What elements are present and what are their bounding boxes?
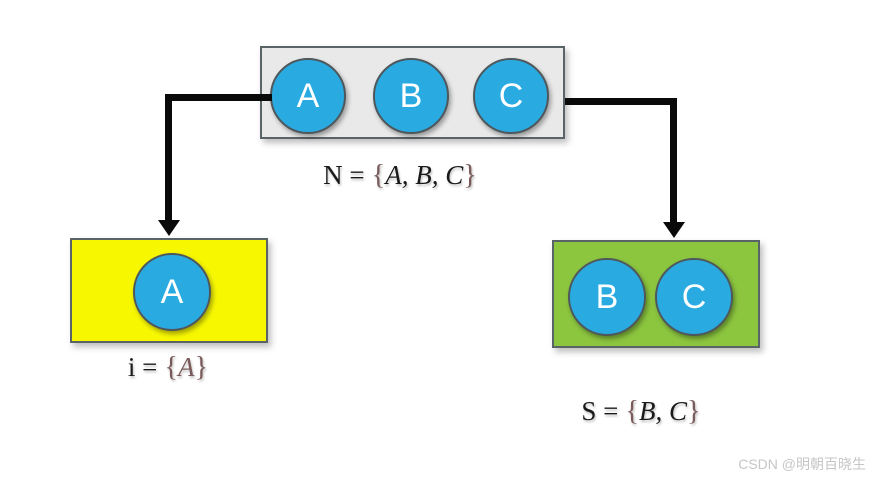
node-label-b-remaining: B xyxy=(595,277,619,316)
watermark: CSDN @明朝百晓生 xyxy=(738,456,866,472)
set-n-box: A B C xyxy=(260,46,565,139)
set-i-box: A xyxy=(70,238,268,343)
set-i-label: i ={A} xyxy=(93,352,243,384)
set-n-label: N ={A, B, C} xyxy=(290,160,510,192)
set-n-elements: A, B, C xyxy=(385,160,464,190)
set-n-label-prefix: N = xyxy=(323,160,365,190)
set-i-label-prefix: i = xyxy=(127,352,158,382)
set-i-close-brace: } xyxy=(194,352,209,383)
node-circle-c: C xyxy=(473,58,549,134)
node-circle-b: B xyxy=(373,58,449,134)
set-i-elements: A xyxy=(177,352,195,382)
node-circle-a-selected: A xyxy=(133,253,211,331)
set-s-label-prefix: S = xyxy=(581,396,619,426)
set-s-elements: B, C xyxy=(638,396,687,426)
set-s-close-brace: } xyxy=(687,396,701,427)
node-circle-b-remaining: B xyxy=(568,258,646,336)
node-label-a-selected: A xyxy=(160,272,184,311)
node-label-c-remaining: C xyxy=(681,277,707,316)
node-label-b: B xyxy=(399,76,423,115)
set-n-close-brace: } xyxy=(463,160,477,191)
set-i-open-brace: { xyxy=(164,352,178,383)
node-circle-c-remaining: C xyxy=(655,258,733,336)
set-n-open-brace: { xyxy=(371,160,386,191)
node-circle-a: A xyxy=(270,58,346,134)
arrow-left-head-icon xyxy=(158,220,180,236)
arrow-left-vertical-segment xyxy=(165,94,172,221)
arrow-right-vertical-segment xyxy=(670,98,677,222)
arrow-right-horizontal-segment xyxy=(565,98,677,105)
arrow-right-head-icon xyxy=(663,222,685,238)
arrow-left-horizontal-segment xyxy=(165,94,272,101)
set-s-box: B C xyxy=(552,240,760,348)
set-s-label: S ={B, C} xyxy=(566,396,716,428)
set-s-open-brace: { xyxy=(625,396,639,427)
node-label-c: C xyxy=(498,76,524,115)
node-label-a: A xyxy=(296,76,320,115)
